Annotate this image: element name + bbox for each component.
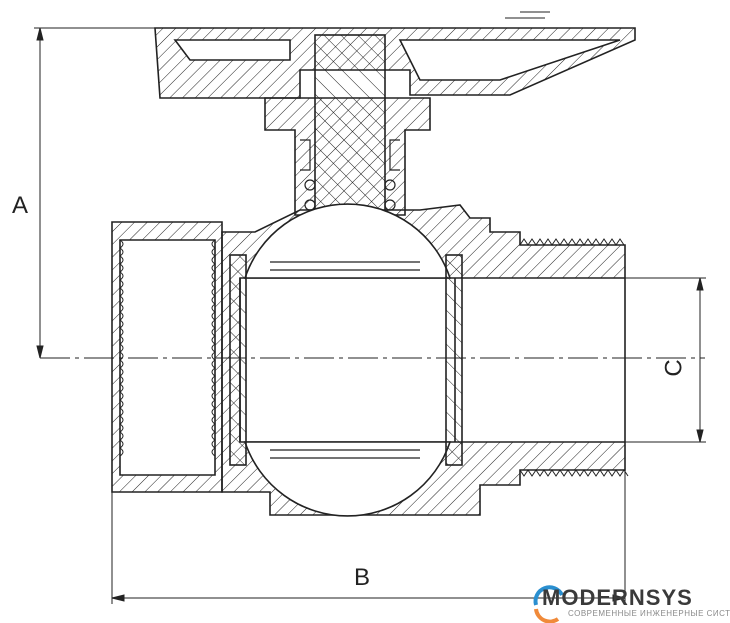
dimension-b [111,465,626,604]
logo-tagline: СОВРЕМЕННЫЕ ИНЖЕНЕРНЫЕ СИСТЕМЫ [568,609,730,618]
male-thread [519,238,629,477]
dimension-c [625,277,706,443]
dimension-c-label: C [660,359,688,377]
female-thread-nut [111,221,223,493]
seat-right [445,254,463,466]
logo-arc-icon [533,585,564,623]
seat-left [229,254,247,466]
ball [243,203,452,517]
logo-name: MODERNSYS [542,585,693,610]
butterfly-handle [154,27,636,99]
internal-thread [119,239,216,457]
dimension-a-label: A [12,192,29,219]
modernsys-logo: MODERNSYS СОВРЕМЕННЫЕ ИНЖЕНЕРНЫЕ СИСТЕМЫ [528,583,730,623]
dimension-b-label: B [354,564,371,591]
dimension-a [34,27,160,359]
